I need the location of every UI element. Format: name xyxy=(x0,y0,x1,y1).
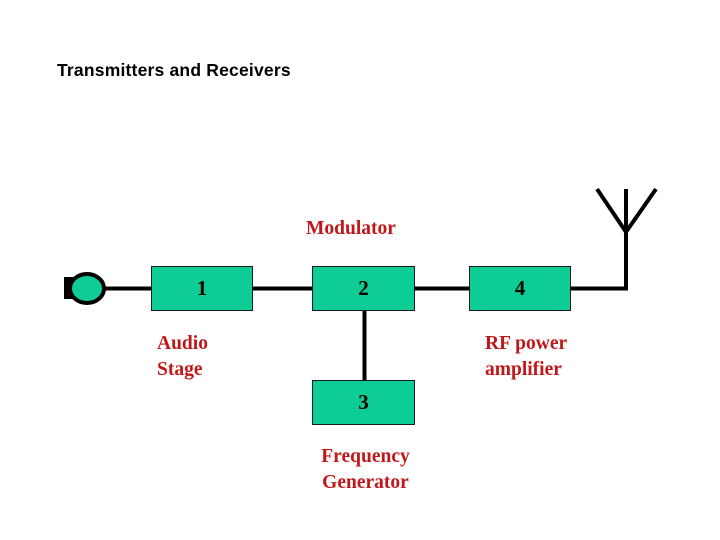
caption-rf-power-amplifier: RF power amplifier xyxy=(485,333,568,380)
page-title: Transmitters and Receivers xyxy=(57,60,291,80)
block-3-number: 3 xyxy=(358,390,369,414)
caption-frequency-generator: Frequency Generator xyxy=(321,446,410,493)
caption-audio-stage: Audio Stage xyxy=(157,333,208,380)
block-1[interactable]: 1 xyxy=(151,266,253,311)
caption-modulator: Modulator xyxy=(306,218,396,239)
block-4-number: 4 xyxy=(514,276,526,300)
antenna-icon xyxy=(595,187,658,234)
block-3[interactable]: 3 xyxy=(312,380,415,425)
block-1-number: 1 xyxy=(196,276,208,300)
microphone-icon xyxy=(64,272,106,305)
block-4[interactable]: 4 xyxy=(469,266,571,311)
connector-block4-to-antenna xyxy=(570,232,628,291)
block-2-number: 2 xyxy=(358,276,369,300)
block-2[interactable]: 2 xyxy=(312,266,415,311)
